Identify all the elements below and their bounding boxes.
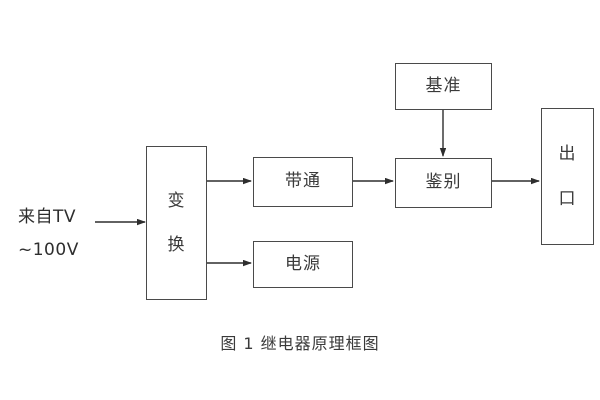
input-source-line-1: 来自TV — [18, 207, 77, 227]
block-reference[interactable]: 基准 — [395, 63, 492, 110]
block-convert-label: 变 换 — [167, 190, 186, 255]
block-output-label-line-1: 出 — [558, 144, 577, 165]
block-convert[interactable]: 变 换 — [146, 146, 207, 300]
input-source-line-2: ~100V — [18, 240, 79, 260]
block-discriminate-label: 鉴别 — [425, 172, 462, 193]
block-bandpass[interactable]: 带通 — [253, 157, 353, 207]
block-output[interactable]: 出 口 — [541, 108, 594, 245]
block-reference-label: 基准 — [425, 75, 462, 96]
block-discriminate[interactable]: 鉴别 — [395, 158, 492, 208]
figure-caption: 图 1 继电器原理框图 — [220, 334, 380, 353]
block-power[interactable]: 电源 — [253, 241, 353, 288]
block-bandpass-label: 带通 — [285, 171, 321, 192]
block-output-label-line-2: 口 — [558, 188, 577, 209]
block-power-label: 电源 — [285, 253, 321, 274]
